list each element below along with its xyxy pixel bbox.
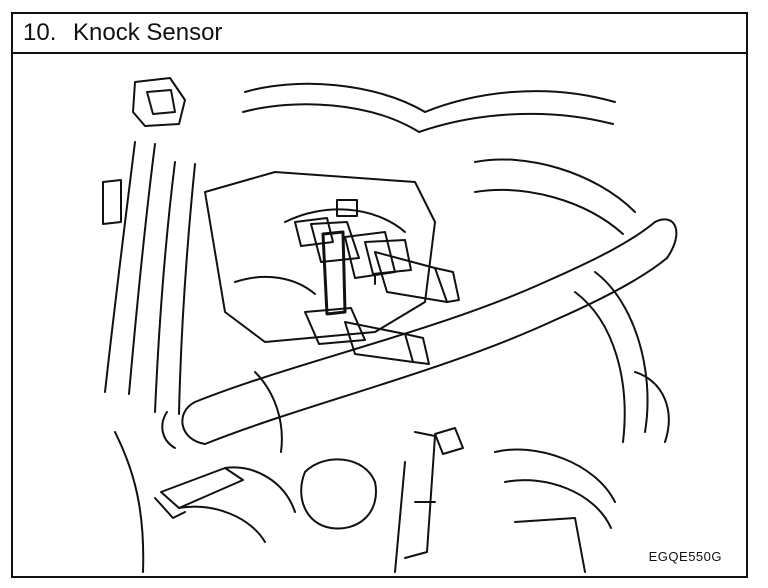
engine-illustration bbox=[75, 72, 695, 580]
knock-sensor-connector bbox=[294, 199, 460, 365]
engine-block bbox=[204, 158, 649, 443]
mounting-bolt bbox=[394, 427, 464, 573]
main-diagonal-hose bbox=[161, 218, 678, 449]
section-title: Knock Sensor bbox=[73, 19, 223, 46]
section-header: 10. Knock Sensor bbox=[13, 14, 746, 54]
figure-frame: 10. Knock Sensor bbox=[11, 12, 748, 578]
upper-bracket bbox=[132, 77, 186, 127]
lower-components bbox=[114, 371, 670, 573]
figure-code: EGQE550G bbox=[648, 549, 722, 564]
section-number: 10. bbox=[23, 19, 57, 46]
left-hoses bbox=[102, 141, 196, 415]
engine-line-art bbox=[102, 77, 678, 573]
top-hose bbox=[242, 82, 616, 133]
hose-clamp bbox=[154, 466, 296, 543]
